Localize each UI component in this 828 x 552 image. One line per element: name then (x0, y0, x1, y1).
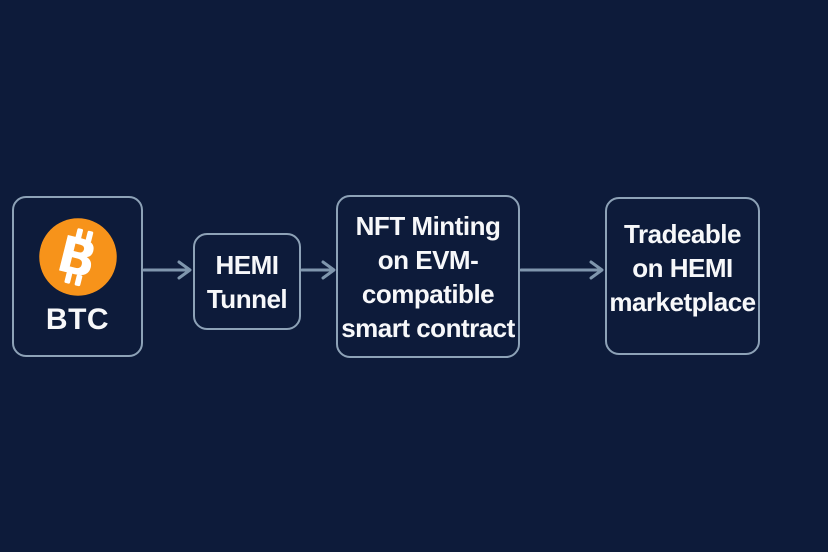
node-btc: B BTC (12, 196, 143, 357)
node-hemi-marketplace: Tradeable on HEMI marketplace (605, 197, 760, 355)
node-label-line: Tunnel (206, 283, 288, 314)
node-label-line: on EVM- (377, 244, 479, 275)
flow-arrow-2 (301, 258, 337, 282)
node-label-line: compatible (361, 278, 495, 309)
flow-arrow-3 (520, 258, 605, 282)
node-nft-minting: NFT Minting on EVM- compatible smart con… (336, 195, 520, 358)
flow-arrow-1 (143, 258, 193, 282)
node-label-line: on HEMI (632, 253, 733, 283)
bitcoin-icon: B (38, 217, 118, 297)
node-label-line: smart contract (341, 312, 515, 343)
node-label-line: marketplace (609, 287, 756, 317)
node-label-line: NFT Minting (355, 210, 501, 241)
node-label-line: Tradeable (624, 219, 741, 249)
node-hemi-tunnel: HEMI Tunnel (193, 233, 301, 330)
node-label-line: HEMI (215, 249, 280, 280)
btc-label: BTC (45, 302, 110, 336)
